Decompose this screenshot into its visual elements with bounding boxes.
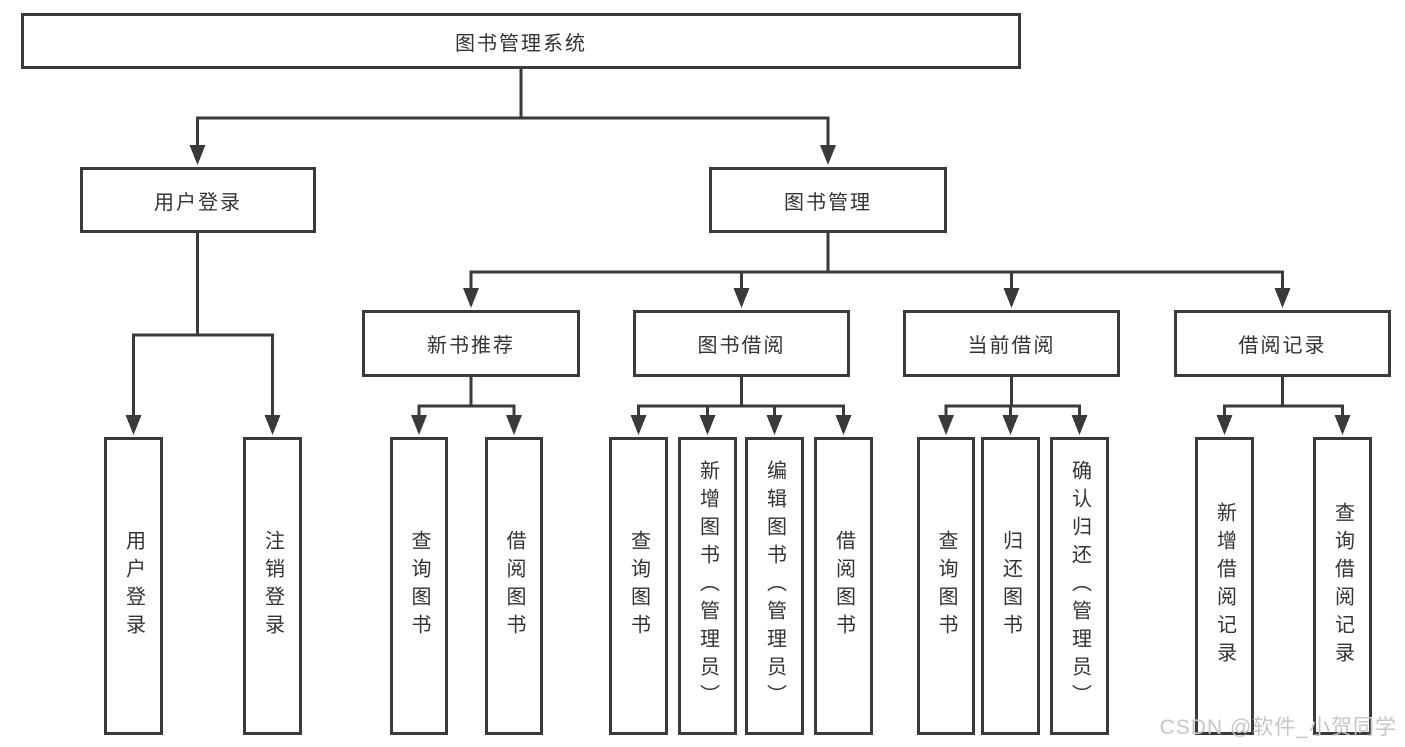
leaf-add-book-admin-label: 新增图书（管理员） — [696, 460, 719, 712]
leaf-borrow-book-1: 借阅图书 — [485, 437, 543, 735]
leaf-query-book-1-label: 查询图书 — [408, 530, 430, 642]
node-current-borrow: 当前借阅 — [903, 310, 1120, 377]
node-root-label: 图书管理系统 — [455, 32, 587, 55]
leaf-query-book-3-label: 查询图书 — [935, 530, 957, 642]
node-book-borrow-label: 图书借阅 — [697, 335, 786, 357]
leaf-add-borrow-record-label: 新增借阅记录 — [1213, 502, 1236, 670]
leaf-add-book-admin: 新增图书（管理员） — [678, 437, 737, 735]
leaf-return-book-label: 归还图书 — [999, 530, 1022, 642]
leaf-query-borrow-record: 查询借阅记录 — [1313, 437, 1372, 735]
leaf-borrow-book-1-label: 借阅图书 — [503, 530, 525, 642]
leaf-query-book-1: 查询图书 — [390, 437, 448, 735]
leaf-query-book-3: 查询图书 — [917, 437, 975, 735]
node-user-login-label: 用户登录 — [154, 191, 242, 214]
node-book-management-label: 图书管理 — [784, 191, 872, 214]
leaf-user-login-label: 用户登录 — [122, 530, 145, 642]
node-new-book-recommend: 新书推荐 — [362, 310, 580, 377]
leaf-query-book-2-label: 查询图书 — [627, 530, 650, 642]
leaf-borrow-book-2-label: 借阅图书 — [832, 530, 855, 642]
leaf-user-login: 用户登录 — [104, 437, 163, 735]
node-current-borrow-label: 当前借阅 — [967, 335, 1056, 357]
leaf-borrow-book-2: 借阅图书 — [814, 437, 873, 735]
leaf-query-book-2: 查询图书 — [609, 437, 668, 735]
arrowheads — [125, 145, 1351, 435]
leaf-return-book: 归还图书 — [981, 437, 1040, 735]
leaf-edit-book-admin: 编辑图书（管理员） — [745, 437, 804, 735]
node-book-management: 图书管理 — [709, 167, 947, 233]
leaf-confirm-return-admin-label: 确认归还（管理员） — [1068, 460, 1091, 712]
csdn-watermark: CSDN @软件_小贺同学 — [1159, 716, 1397, 739]
node-borrow-records-label: 借阅记录 — [1238, 335, 1327, 357]
node-root: 图书管理系统 — [21, 13, 1021, 69]
node-borrow-records: 借阅记录 — [1174, 310, 1391, 377]
node-book-borrow: 图书借阅 — [633, 310, 850, 377]
leaf-add-borrow-record: 新增借阅记录 — [1195, 437, 1254, 735]
node-new-book-recommend-label: 新书推荐 — [427, 335, 515, 357]
leaf-edit-book-admin-label: 编辑图书（管理员） — [763, 460, 786, 712]
leaf-confirm-return-admin: 确认归还（管理员） — [1050, 437, 1109, 735]
leaf-query-borrow-record-label: 查询借阅记录 — [1331, 502, 1354, 670]
leaf-logout-label: 注销登录 — [261, 530, 284, 642]
leaf-logout: 注销登录 — [243, 437, 302, 735]
node-user-login: 用户登录 — [80, 167, 316, 233]
